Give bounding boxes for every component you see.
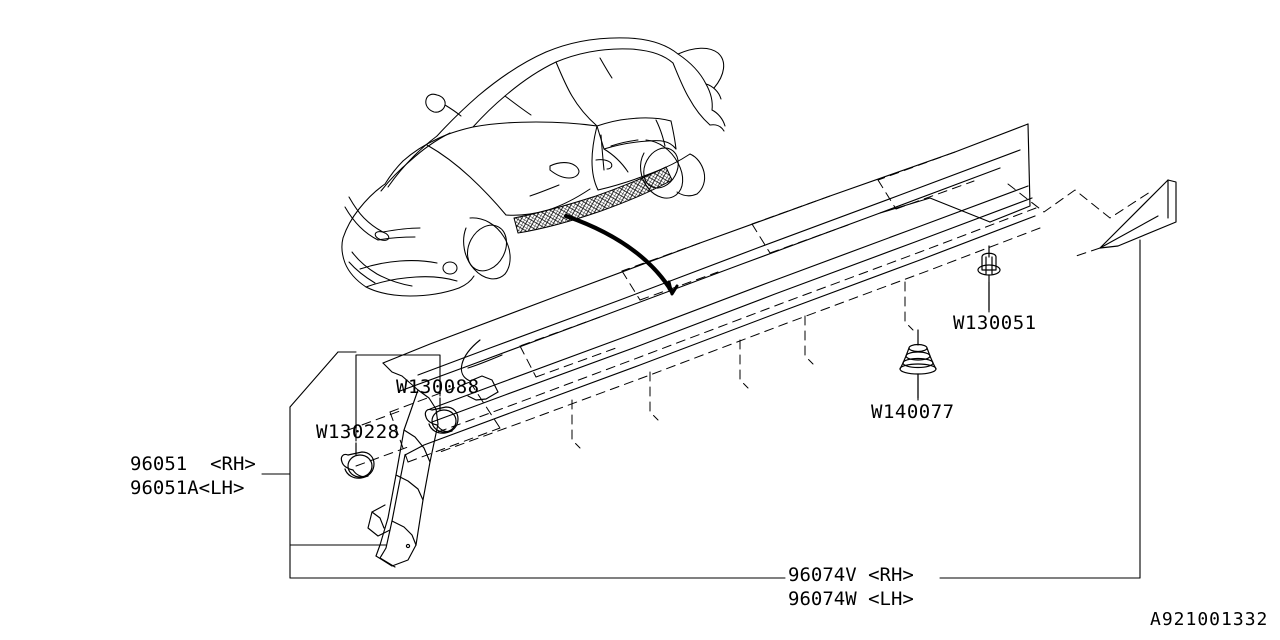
car-illustration: [341, 37, 726, 297]
detail-pointer-arrow: [563, 213, 675, 295]
callout-bracket-96051: [271, 351, 441, 579]
rear-trim-piece: [1099, 179, 1177, 249]
clip-w130228-icon: [340, 442, 375, 479]
fastener-label-w140077: W140077: [871, 401, 955, 423]
callout-label-96051: 96051 <RH>96051A<LH>: [130, 452, 256, 500]
callout-96074-rh: 96074V <RH>: [788, 564, 914, 586]
clip-w130088-icon: [424, 397, 459, 434]
callout-96051-rh: 96051 <RH>: [130, 453, 256, 475]
car-sill-highlight: [513, 166, 673, 234]
callout-96051-lh: 96051A<LH>: [130, 477, 245, 499]
fastener-label-w130088: W130088: [396, 376, 480, 398]
side-sill-garnish-body: [367, 123, 1036, 568]
rear-trim-piece-hidden-lines: [1007, 183, 1151, 257]
sill-hidden-detail-lines: [437, 151, 1041, 453]
callout-frame-96074: [289, 247, 1141, 579]
callout-96074-lh: 96074W <LH>: [788, 588, 914, 610]
fastener-label-w130051: W130051: [953, 312, 1037, 334]
callout-label-96074: 96074V <RH>96074W <LH>: [788, 563, 914, 611]
sill-spoiler-front-hidden-lines: [347, 381, 501, 467]
drawing-number: A921001332: [1150, 609, 1269, 630]
fastener-label-w130228: W130228: [316, 421, 400, 443]
